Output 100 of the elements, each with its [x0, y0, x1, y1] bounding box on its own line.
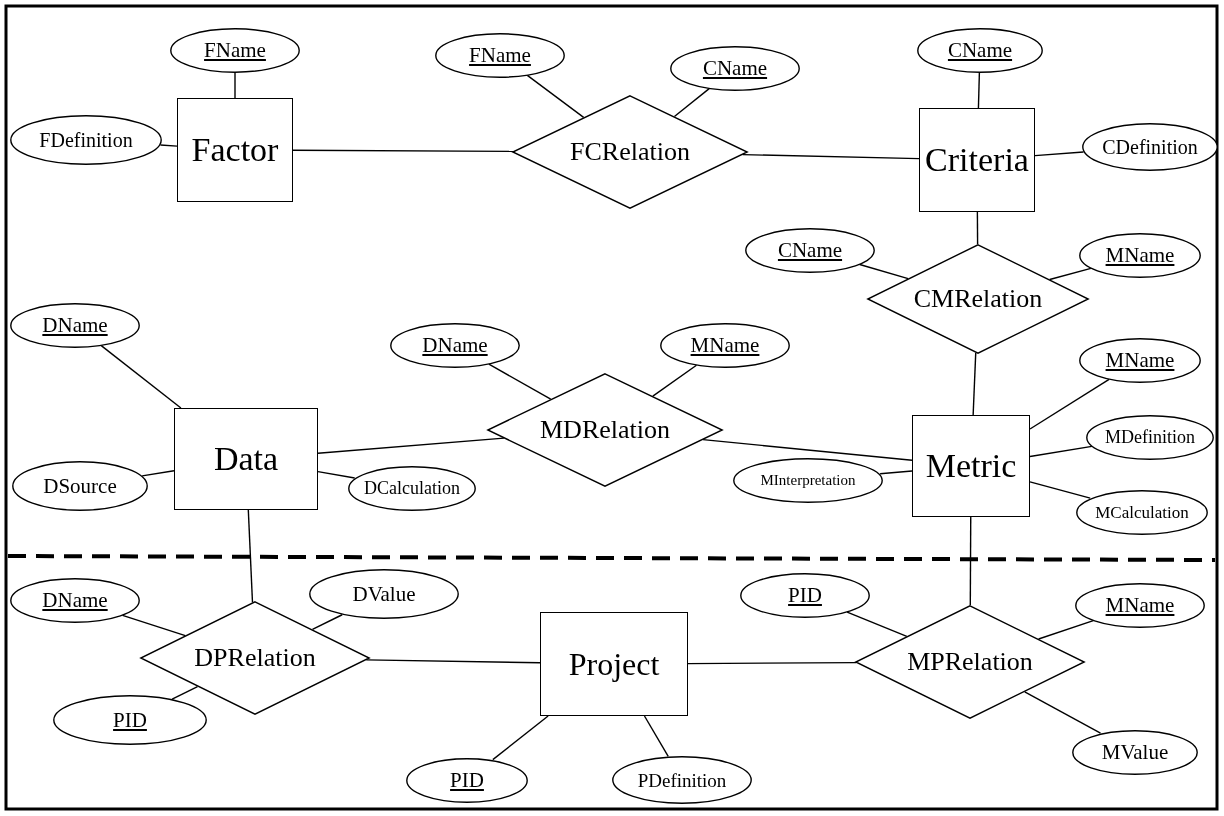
- connector-line: [702, 438, 913, 461]
- attribute-ellipse: [1079, 232, 1201, 278]
- attribute-ellipse: [917, 27, 1043, 73]
- connector-line: [846, 611, 908, 638]
- attribute-name: CName: [947, 39, 1013, 61]
- connector-line: [976, 211, 979, 245]
- connector-line: [1029, 481, 1091, 499]
- entity-box: [540, 612, 688, 716]
- connector-line: [292, 149, 514, 153]
- attribute-name: MInterpretation: [760, 472, 856, 488]
- attribute-name: FDefinition: [39, 130, 133, 150]
- connector-line: [365, 659, 541, 664]
- connector-line: [673, 87, 710, 118]
- attribute-ellipse: [390, 322, 520, 368]
- relationship-name: CMRelation: [913, 286, 1043, 312]
- entity-name: Factor: [191, 133, 279, 167]
- connector-line: [1049, 267, 1092, 281]
- attribute-name: MCalculation: [1095, 503, 1189, 521]
- connector-line: [100, 344, 182, 409]
- relationship-diamond: [487, 373, 723, 487]
- entity-box: [177, 98, 293, 202]
- connector-line: [859, 263, 909, 280]
- attribute-ellipse: [1086, 414, 1214, 460]
- entity-name: Data: [213, 442, 279, 476]
- connector-line: [317, 470, 356, 479]
- connector-line: [879, 470, 913, 475]
- connector-line: [643, 715, 669, 758]
- relationship-name: MPRelation: [907, 649, 1033, 675]
- attribute-name: DSource: [43, 475, 117, 497]
- connector-line: [977, 71, 981, 109]
- connector-line: [488, 363, 552, 400]
- attribute-name: MName: [690, 334, 760, 356]
- relationship-diamond: [867, 244, 1089, 354]
- entity-box: [919, 108, 1035, 212]
- attribute-ellipse: [660, 322, 790, 368]
- attribute-ellipse: [10, 302, 140, 348]
- connector-line: [141, 470, 175, 477]
- connector-line: [687, 661, 857, 665]
- attribute-name: MName: [1105, 594, 1175, 616]
- attribute-ellipse: [1082, 123, 1218, 171]
- attribute-name: PDefinition: [637, 770, 727, 790]
- attribute-name: CName: [702, 57, 768, 79]
- connector-line: [171, 685, 199, 700]
- attribute-ellipse: [1072, 729, 1198, 775]
- attribute-name: PID: [113, 709, 147, 731]
- connector-line: [741, 153, 920, 160]
- entity-name: Metric: [925, 449, 1017, 483]
- attribute-ellipse: [435, 32, 565, 78]
- entity-name: Project: [568, 648, 660, 680]
- connector-line: [121, 614, 186, 637]
- entity-box: [174, 408, 318, 510]
- attribute-name: FName: [204, 39, 266, 61]
- attribute-ellipse: [10, 577, 140, 623]
- attribute-ellipse: [406, 757, 528, 803]
- attribute-name: CName: [777, 239, 843, 261]
- attribute-ellipse: [1076, 489, 1208, 535]
- attribute-ellipse: [1075, 582, 1205, 628]
- attribute-name: MDefinition: [1105, 428, 1195, 446]
- attribute-name: CDefinition: [1102, 137, 1198, 157]
- attribute-name: MName: [1105, 349, 1175, 371]
- attribute-name: DCalculation: [364, 479, 460, 497]
- connector-line: [234, 71, 236, 99]
- connector-line: [1034, 151, 1085, 157]
- attribute-ellipse: [309, 569, 459, 619]
- attribute-ellipse: [348, 465, 476, 511]
- relationship-name: DPRelation: [194, 645, 316, 671]
- entity-name: Criteria: [925, 143, 1029, 177]
- connector-line: [492, 715, 549, 761]
- relationship-name: MDRelation: [540, 417, 670, 443]
- connector-line: [1029, 445, 1093, 458]
- attribute-ellipse: [612, 756, 752, 804]
- attribute-name: DValue: [352, 583, 416, 605]
- connector-line: [969, 516, 972, 606]
- attribute-name: PID: [450, 769, 484, 791]
- entity-box: [912, 415, 1030, 517]
- connector-line: [652, 364, 698, 397]
- attribute-ellipse: [12, 461, 148, 511]
- connector-line: [247, 509, 254, 603]
- connector-line: [1037, 619, 1094, 640]
- attribute-name: MValue: [1101, 741, 1169, 763]
- attribute-ellipse: [10, 115, 162, 165]
- attribute-ellipse: [740, 572, 870, 618]
- attribute-name: PID: [788, 584, 822, 606]
- connector-line: [311, 614, 343, 631]
- relationship-name: FCRelation: [570, 139, 690, 165]
- attribute-ellipse: [733, 457, 883, 503]
- connector-line: [526, 74, 585, 119]
- relationship-diamond: [855, 605, 1085, 719]
- connector-line: [1024, 691, 1102, 734]
- relationship-diamond: [140, 601, 370, 715]
- attribute-ellipse: [170, 27, 300, 73]
- connector-line: [317, 437, 505, 454]
- connector-line: [972, 352, 977, 416]
- attribute-name: DName: [422, 334, 488, 356]
- attribute-ellipse: [1079, 337, 1201, 383]
- attribute-ellipse: [53, 695, 207, 745]
- attribute-name: DName: [42, 589, 108, 611]
- connector-line: [159, 144, 178, 147]
- attribute-name: MName: [1105, 244, 1175, 266]
- attribute-ellipse: [670, 45, 800, 91]
